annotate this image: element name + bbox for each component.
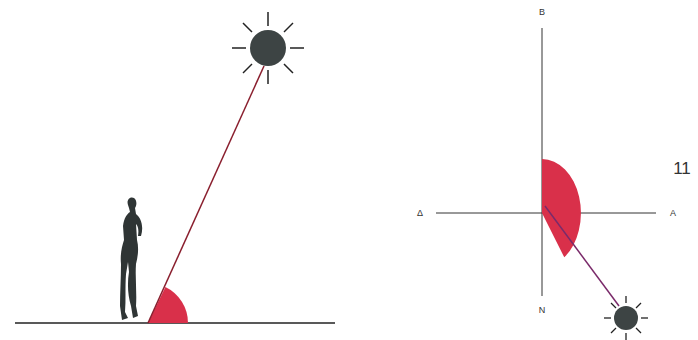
- compass-label: B: [539, 8, 545, 17]
- compass-label: N: [539, 306, 546, 315]
- person-silhouette: [120, 197, 142, 320]
- compass-label: A: [670, 209, 676, 218]
- compass-label: Δ: [417, 209, 423, 218]
- sun-symbol: [232, 12, 304, 84]
- azimuth-angle: [542, 159, 581, 257]
- sun-symbol: [604, 296, 648, 340]
- sun-ray: [148, 66, 264, 323]
- page-number: 11: [673, 160, 691, 177]
- sun-direction: [545, 206, 619, 306]
- altitude-angle: [148, 287, 188, 323]
